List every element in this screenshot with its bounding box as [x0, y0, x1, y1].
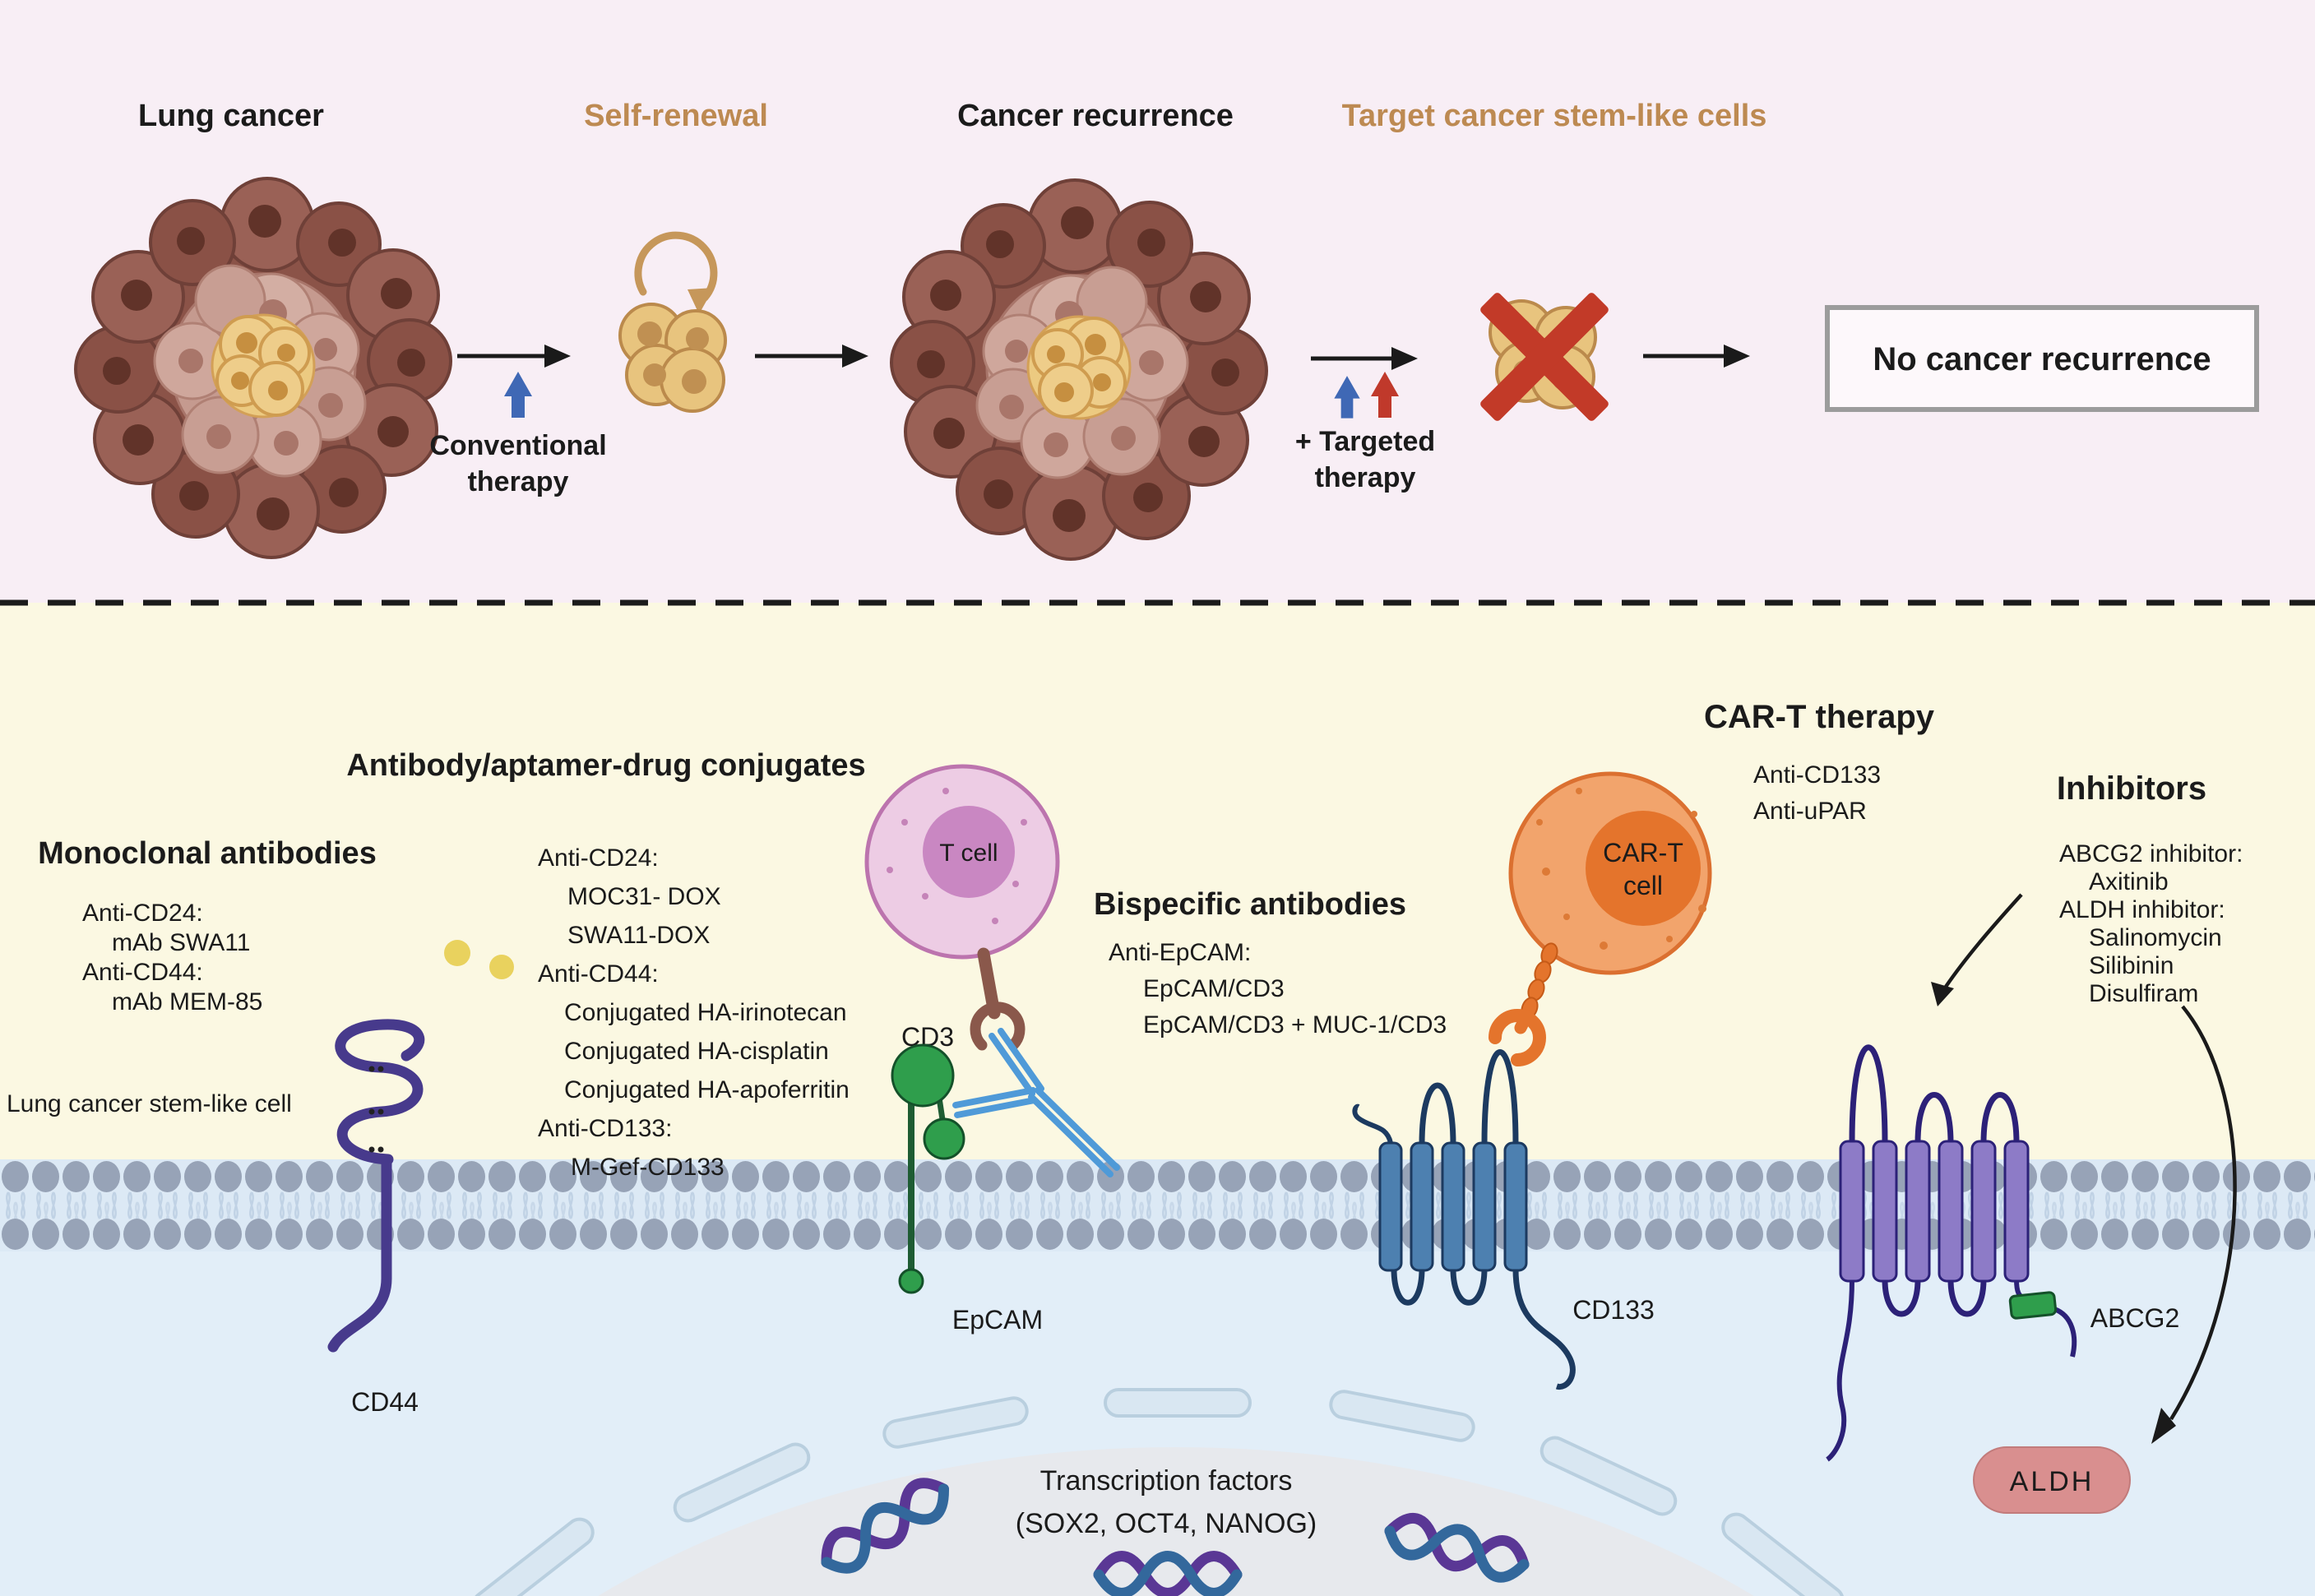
- cd133-receptor: [1352, 1049, 1576, 1390]
- inhibitors-item: ALDH inhibitor:: [2059, 896, 2225, 923]
- cart-cell-label-line2: cell: [1623, 871, 1663, 900]
- inhibitors-heading: Inhibitors: [2057, 770, 2206, 807]
- transcription-factors-line2: (SOX2, OCT4, NANOG): [1016, 1508, 1317, 1539]
- bispecific-item: EpCAM/CD3: [1143, 975, 1285, 1002]
- inhibitor-arrow-to-abcg2: [1931, 893, 2023, 1006]
- t-cell-label: T cell: [939, 840, 998, 867]
- aldh-enzyme-pill: [1973, 1446, 2131, 1514]
- self-renewal-title: Self-renewal: [584, 99, 768, 133]
- target-cscs-title: Target cancer stem-like cells: [1342, 99, 1767, 133]
- epcam-receptor: [891, 1043, 965, 1294]
- conjugates-item: Anti-CD44:: [538, 960, 659, 988]
- inhibitors-item: Silibinin: [2089, 952, 2174, 979]
- conjugates-item: Conjugated HA-apoferritin: [564, 1076, 850, 1103]
- self-renewal-cycle-icon: [634, 231, 718, 314]
- inhibitors-item: Disulfiram: [2089, 980, 2198, 1007]
- conjugates-item: MOC31- DOX: [567, 883, 721, 910]
- car-receptor-arm: [1489, 942, 1558, 1066]
- monoclonal-item: mAb MEM-85: [112, 988, 262, 1015]
- cart-cell-label-line1: CAR-T: [1603, 838, 1683, 867]
- arrow-1: [457, 345, 571, 368]
- conventional-therapy-label-line1: Conventional: [429, 430, 606, 461]
- abcg2-green-domain: [2008, 1291, 2058, 1320]
- cd44-label: CD44: [351, 1387, 419, 1417]
- conventional-therapy-label-line2: therapy: [468, 466, 569, 497]
- inhibitors-item: Salinomycin: [2089, 924, 2222, 951]
- cell-membrane: [0, 1159, 2315, 1251]
- cart-heading: CAR-T therapy: [1704, 699, 1935, 735]
- conjugates-item: Conjugated HA-cisplatin: [564, 1038, 829, 1065]
- conjugates-heading: Antibody/aptamer-drug conjugates: [346, 748, 865, 783]
- conjugates-item: Anti-CD24:: [538, 844, 659, 872]
- conjugates-item: SWA11-DOX: [567, 922, 710, 949]
- targeted-therapy-label-line1: + Targeted: [1295, 426, 1435, 457]
- cd44-disulfide-dots: [368, 1066, 384, 1153]
- arrow-2: [755, 345, 868, 368]
- drug-payload-dot: [444, 940, 470, 966]
- conjugates-item: Conjugated HA-irinotecan: [564, 999, 847, 1026]
- abcg2-receptor: [1826, 1044, 2077, 1462]
- targeted-therapy-label-line2: therapy: [1315, 462, 1416, 493]
- eliminated-stem-cells-illustration: [1480, 293, 1609, 421]
- monoclonal-item: Anti-CD24:: [82, 900, 203, 927]
- epcam-label: EpCAM: [952, 1305, 1043, 1335]
- arrow-4: [1643, 345, 1750, 368]
- no-recurrence-label: No cancer recurrence: [1873, 341, 2211, 377]
- bispecific-heading: Bispecific antibodies: [1094, 887, 1406, 922]
- bispecific-item: EpCAM/CD3 + MUC-1/CD3: [1143, 1011, 1447, 1039]
- cd133-label: CD133: [1572, 1295, 1655, 1325]
- monoclonal-item: Anti-CD44:: [82, 959, 203, 986]
- cart-item: Anti-CD133: [1753, 761, 1881, 789]
- nuclear-envelope-segments: [471, 1388, 1845, 1596]
- inhibitors-item: Axitinib: [2089, 868, 2169, 895]
- conjugates-item: M-Gef-CD133: [571, 1154, 725, 1181]
- extracellular-background: [0, 603, 2315, 1162]
- arrow-3: [1311, 347, 1418, 370]
- inhibitors-item: ABCG2 inhibitor:: [2059, 840, 2243, 867]
- lung-cancer-title: Lung cancer: [138, 99, 324, 133]
- abcg2-label: ABCG2: [2090, 1303, 2179, 1333]
- drug-payload-dot: [489, 955, 514, 979]
- bispecific-antibody-icon: [952, 1028, 1120, 1177]
- aldh-label: ALDH: [2010, 1466, 2095, 1497]
- no-recurrence-box: [1825, 305, 2259, 412]
- conjugates-item: Anti-CD133:: [538, 1115, 672, 1142]
- t-cell-illustration: T cell: [864, 764, 1060, 960]
- transcription-factors-line1: Transcription factors: [1040, 1465, 1293, 1497]
- cd3-receptor: [970, 947, 1026, 1051]
- red-cross-icon: [1480, 293, 1609, 421]
- bispecific-item: Anti-EpCAM:: [1109, 939, 1251, 966]
- cart-item: Anti-uPAR: [1753, 798, 1867, 825]
- inhibitor-arrow-to-aldh: [2151, 1005, 2237, 1444]
- monoclonal-item: mAb SWA11: [112, 929, 250, 956]
- stem-cell-cluster-illustration: [618, 303, 727, 413]
- monoclonal-heading: Monoclonal antibodies: [38, 836, 377, 871]
- stem-cell-label: Lung cancer stem-like cell: [7, 1090, 292, 1117]
- car-t-cell-illustration: CAR-T cell: [1489, 771, 1712, 1066]
- cancer-recurrence-title: Cancer recurrence: [957, 99, 1234, 133]
